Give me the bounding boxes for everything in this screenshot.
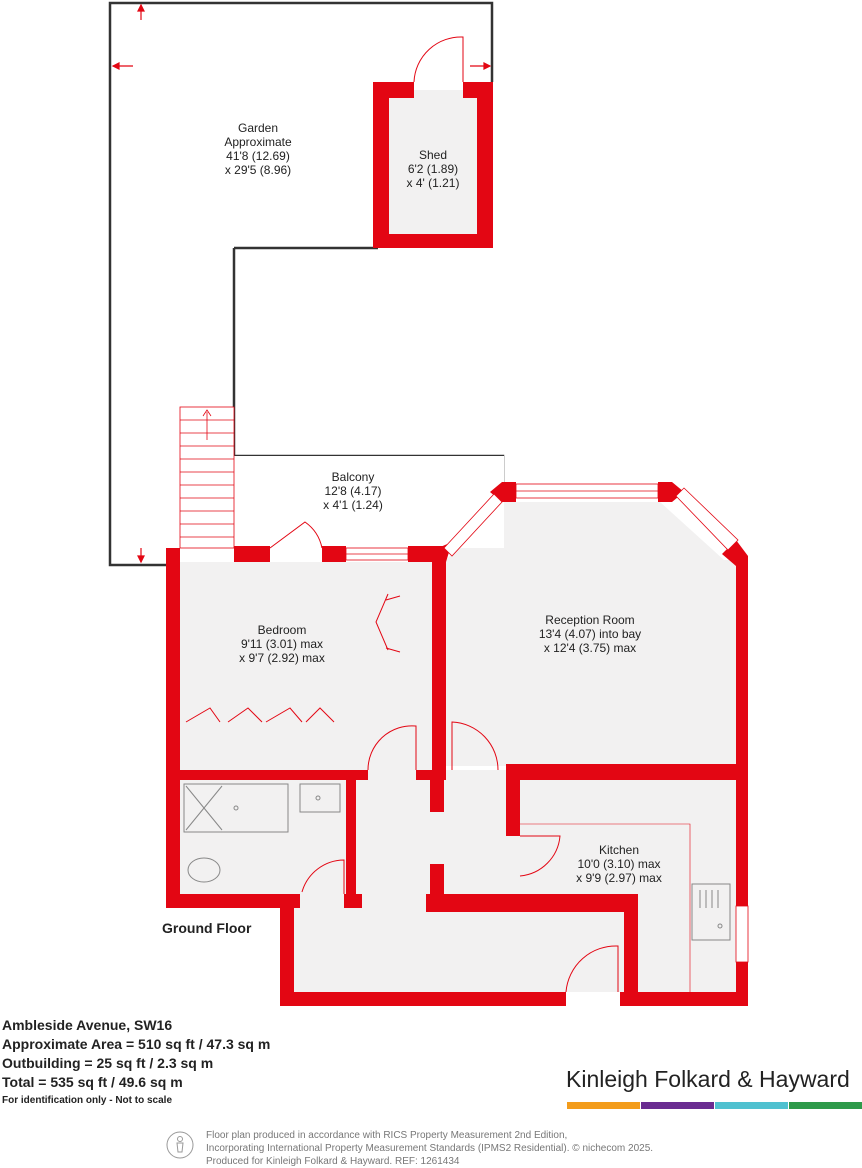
reception-name: Reception Room: [545, 613, 634, 627]
stairs: [179, 406, 235, 549]
shed: [373, 36, 493, 248]
balcony-dim1: 12'8 (4.17): [325, 484, 382, 498]
balcony-name: Balcony: [332, 470, 375, 484]
kitchen-dim1: 10'0 (3.10) max: [578, 857, 661, 871]
dimension-arrows: [111, 3, 492, 564]
brand-bar-green: [789, 1102, 862, 1109]
reception-dim1: 13'4 (4.07) into bay: [539, 627, 641, 641]
entrance-door-icon: [565, 945, 619, 993]
garden-name: Garden: [238, 121, 278, 135]
wardrobe-door-icon: [375, 593, 401, 653]
balcony-dim2: x 4'1 (1.24): [323, 498, 383, 512]
bedroom-dim2: x 9'7 (2.92) max: [239, 651, 325, 665]
bedroom-dim1: 9'11 (3.01) max: [241, 637, 323, 651]
floor-label: Ground Floor: [162, 920, 252, 936]
sink-icon: [691, 883, 731, 941]
bath-icon: [183, 783, 289, 833]
kitchen-counter: [520, 823, 691, 992]
bedroom-name: Bedroom: [258, 623, 307, 637]
footer-line1: Floor plan produced in accordance with R…: [206, 1130, 568, 1141]
basin-icon: [299, 783, 341, 813]
approx-area: Approximate Area = 510 sq ft / 47.3 sq m: [2, 1036, 271, 1052]
shed-dim1: 6'2 (1.89): [408, 162, 458, 176]
kitchen-name: Kitchen: [599, 843, 639, 857]
bedroom-door-icon: [269, 521, 323, 549]
footer-line3-row: Produced for Kinleigh Folkard & Hayward.…: [206, 1155, 653, 1168]
total-area: Total = 535 sq ft / 49.6 sq m: [2, 1074, 183, 1090]
footer-line2-row: Incorporating International Property Mea…: [206, 1142, 653, 1155]
cupboard-doors-icon: [185, 707, 335, 723]
footer-copyright: © nichecom 2025.: [572, 1143, 654, 1154]
brand-bar-orange: [567, 1102, 640, 1109]
bathroom-door-icon: [301, 859, 345, 894]
doors-and-fittings: [183, 521, 731, 993]
footer-ref: REF: 1261434: [394, 1156, 460, 1167]
windows: [345, 483, 749, 963]
kitchen-dim2: x 9'9 (2.97) max: [576, 871, 662, 885]
garden-note: Approximate: [224, 135, 292, 149]
room-labels: Garden Approximate 41'8 (12.69) x 29'5 (…: [162, 121, 662, 936]
reception-dim2: x 12'4 (3.75) max: [544, 641, 636, 655]
footer: Floor plan produced in accordance with R…: [206, 1129, 653, 1168]
shed-name: Shed: [419, 148, 447, 162]
kitchen-door-icon: [519, 835, 561, 877]
shed-dim2: x 4' (1.21): [407, 176, 460, 190]
room-floors: [180, 456, 736, 992]
shed-door-icon: [413, 36, 464, 83]
footer-line3: Produced for Kinleigh Folkard & Hayward.: [206, 1156, 393, 1167]
floor-plan: Garden Approximate 41'8 (12.69) x 29'5 (…: [108, 1, 749, 1006]
hall-door-icon: [367, 725, 417, 771]
property-info: Ambleside Avenue, SW16 Approximate Area …: [2, 1016, 270, 1106]
brand-bar-teal: [715, 1102, 788, 1109]
person-icon: [166, 1131, 194, 1159]
address: Ambleside Avenue, SW16: [2, 1017, 173, 1033]
garden-dim2: x 29'5 (8.96): [225, 163, 291, 177]
footer-line2: Incorporating International Property Mea…: [206, 1143, 570, 1154]
toilet-icon: [187, 857, 221, 883]
disclaimer: For identification only - Not to scale: [2, 1095, 173, 1106]
reception-door-icon: [451, 721, 499, 771]
brand-name: Kinleigh Folkard & Hayward: [566, 1066, 850, 1092]
garden-dim1: 41'8 (12.69): [226, 149, 290, 163]
brand-bar-purple: [641, 1102, 714, 1109]
outbuilding-area: Outbuilding = 25 sq ft / 2.3 sq m: [2, 1055, 214, 1071]
